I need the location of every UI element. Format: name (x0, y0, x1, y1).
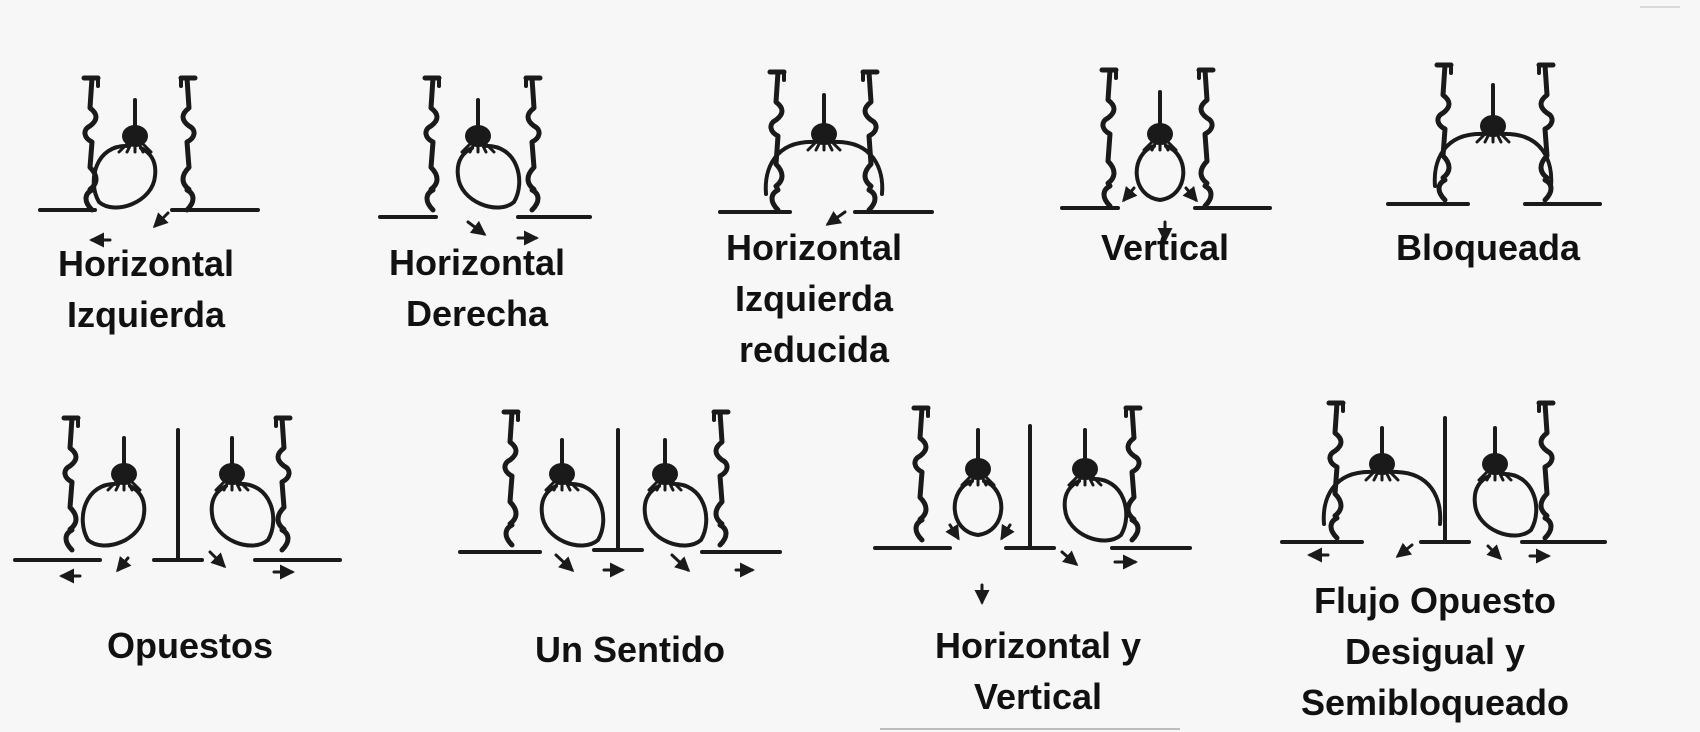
label-line: Horizontal (726, 227, 902, 268)
airflow-loop (209, 481, 276, 548)
flow-arrow (1060, 550, 1079, 566)
support-column (178, 75, 198, 213)
fan-blade (1158, 132, 1178, 152)
label-opuestos: Opuestos (107, 620, 273, 671)
label-line: Un Sentido (535, 629, 725, 670)
label-line: Derecha (405, 293, 549, 334)
flow-arrow (1122, 185, 1138, 203)
airflow-loop (1432, 131, 1554, 188)
support-column (1196, 67, 1216, 209)
label-horizontal-izquierda: Horizontal Izquierda (58, 238, 234, 340)
label-line: Horizontal (389, 242, 565, 283)
label-line: Vertical (973, 676, 1103, 717)
flow-arrow (825, 210, 847, 226)
label-horizontal-y-vertical: Horizontal y Vertical (935, 620, 1141, 722)
flow-arrow (670, 553, 691, 573)
airflow-loop (455, 143, 522, 210)
support-column (501, 409, 521, 548)
airflow-loop (1134, 144, 1186, 202)
fan-blade (133, 134, 153, 154)
label-line: reducida (738, 329, 890, 370)
airflow-loop (539, 481, 606, 548)
flow-arrow (1182, 185, 1198, 203)
label-vertical: Vertical (1101, 222, 1229, 273)
flow-arrow (466, 220, 487, 236)
scan-line (1640, 6, 1680, 8)
label-line: Horizontal (58, 243, 234, 284)
flow-arrow (116, 555, 132, 573)
label-bloqueada: Bloqueada (1396, 222, 1580, 273)
support-column (1326, 400, 1346, 541)
label-line: Bloqueada (1395, 227, 1581, 268)
support-column (1434, 62, 1454, 203)
label-un-sentido: Un Sentido (535, 624, 725, 675)
flow-arrow (945, 523, 960, 541)
support-column (711, 409, 731, 548)
flow-arrow (208, 550, 227, 569)
airflow-loop (642, 481, 709, 548)
label-line: Opuestos (106, 625, 274, 666)
label-line: Desigual y (1344, 631, 1526, 672)
support-column (1099, 67, 1119, 209)
airflow-loop (952, 479, 1004, 537)
airflow-loop (80, 481, 147, 548)
airflow-loop (1321, 469, 1443, 526)
support-column (273, 415, 293, 553)
flow-arrow (1395, 542, 1414, 558)
airflow-loop (91, 143, 158, 210)
label-line: Semibloqueado (1300, 682, 1570, 723)
flow-arrow (554, 553, 575, 573)
flow-arrow (152, 211, 170, 229)
fan-blade (976, 467, 996, 487)
label-line: Flujo Opuesto (1314, 580, 1556, 621)
label-horizontal-izquierda-reducida: Horizontal Izquierda reducida (726, 222, 902, 375)
flow-arrow (1486, 544, 1503, 561)
scan-line (880, 728, 1180, 730)
support-column (422, 75, 442, 213)
fan-blade (122, 472, 142, 492)
airflow-loop (763, 139, 885, 196)
airflow-loop (1472, 471, 1539, 538)
support-column (1123, 405, 1143, 543)
label-horizontal-derecha: Horizontal Derecha (389, 237, 565, 339)
support-column (1536, 400, 1556, 541)
label-line: Izquierda (66, 294, 226, 335)
label-line: Vertical (1100, 227, 1230, 268)
support-column (523, 75, 543, 213)
support-column (81, 75, 101, 213)
support-column (860, 69, 880, 213)
flow-arrow (1000, 523, 1015, 541)
label-line: Horizontal y (934, 625, 1142, 666)
label-line: Izquierda (734, 278, 894, 319)
label-flujo-opuesto-desigual: Flujo Opuesto Desigual y Semibloqueado (1301, 575, 1569, 728)
support-column (911, 405, 931, 543)
airflow-loop (1062, 476, 1129, 543)
support-column (767, 69, 787, 213)
support-column (61, 415, 81, 553)
